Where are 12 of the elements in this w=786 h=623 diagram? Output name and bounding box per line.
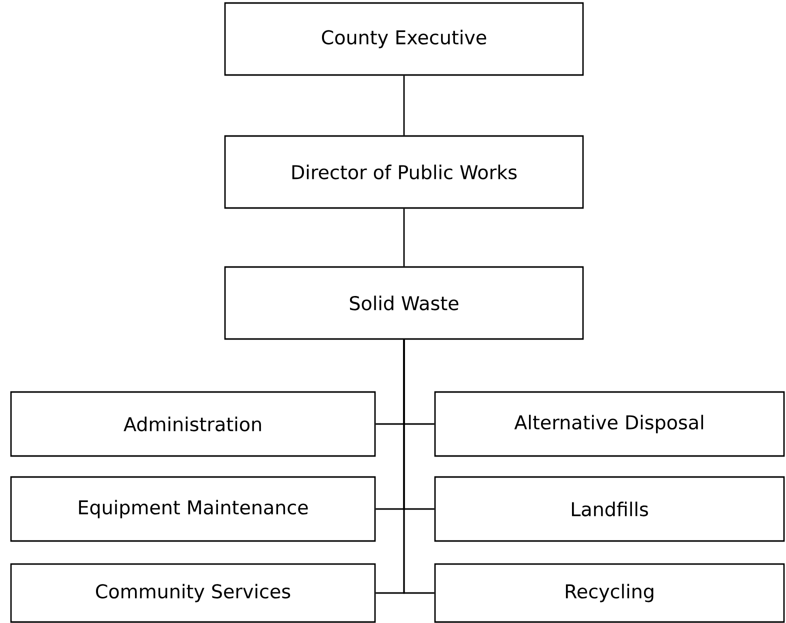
- connector-line: [403, 76, 405, 136]
- org-box: Solid Waste: [224, 266, 584, 340]
- org-box: Alternative Disposal: [434, 391, 785, 457]
- org-box: Director of Public Works: [224, 135, 584, 209]
- org-box: County Executive: [224, 2, 584, 76]
- org-box: Equipment Maintenance: [10, 476, 376, 542]
- org-box: Recycling: [434, 563, 785, 623]
- connector-line: [403, 208, 405, 266]
- org-box: Administration: [10, 391, 376, 457]
- connector-line: [403, 340, 434, 594]
- org-box: Landfills: [434, 476, 785, 542]
- org-box: Community Services: [10, 563, 376, 623]
